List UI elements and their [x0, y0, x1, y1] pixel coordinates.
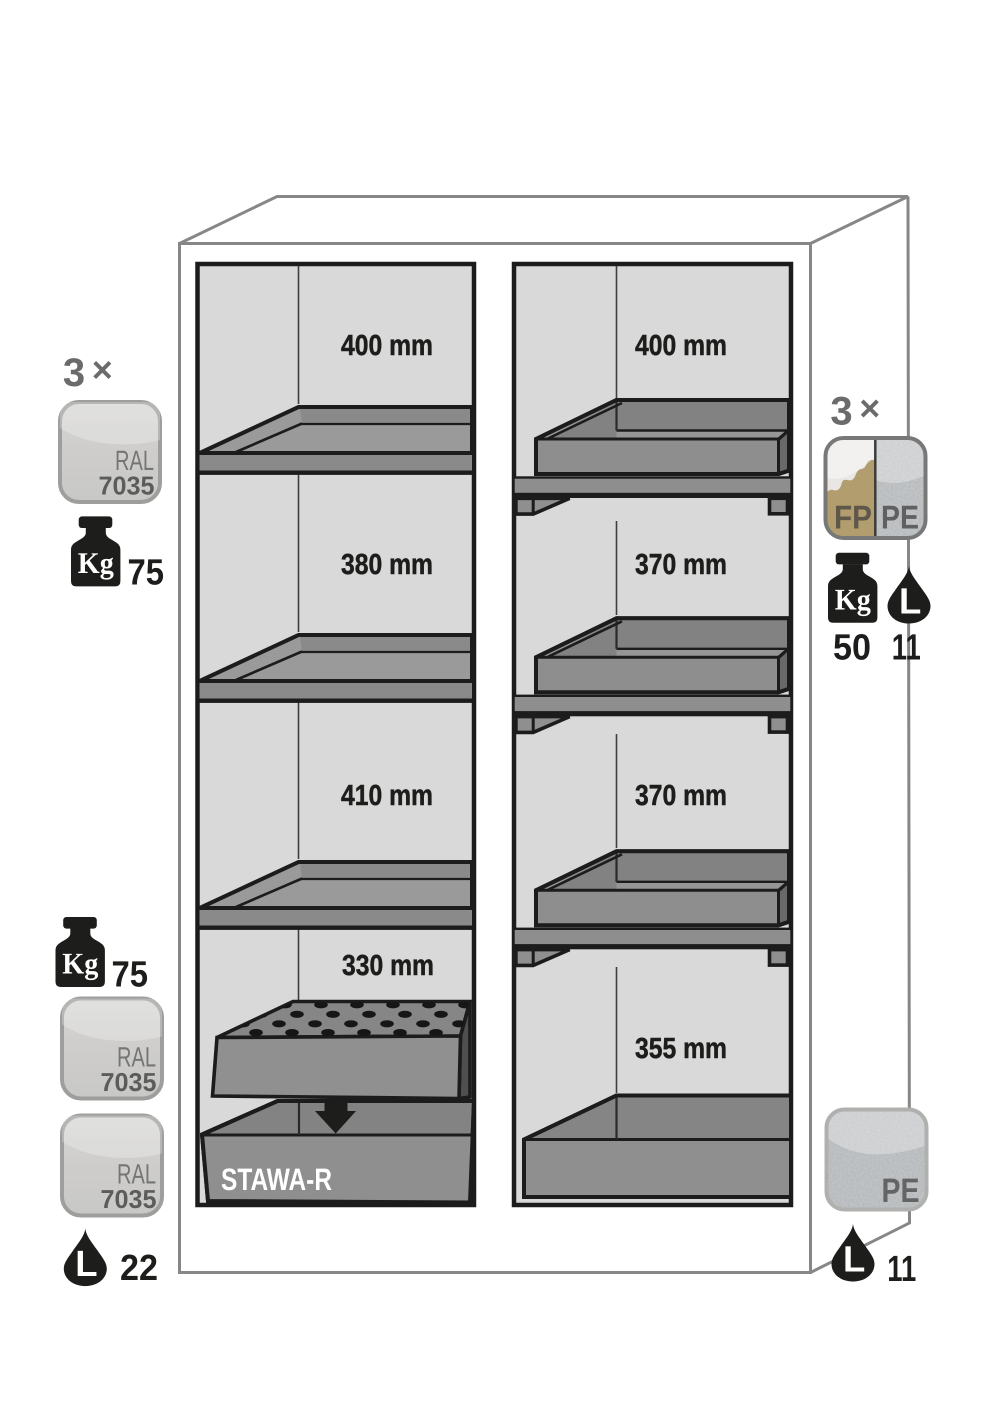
svg-text:PE: PE [881, 498, 919, 535]
svg-text:400 mm: 400 mm [341, 330, 433, 362]
svg-text:380 mm: 380 mm [341, 549, 433, 581]
svg-text:330 mm: 330 mm [342, 950, 434, 982]
svg-text:11: 11 [892, 626, 921, 667]
svg-text:400 mm: 400 mm [635, 330, 727, 362]
svg-text:355 mm: 355 mm [635, 1033, 727, 1065]
svg-text:×: × [92, 349, 113, 390]
svg-text:370 mm: 370 mm [635, 549, 727, 581]
svg-text:75: 75 [112, 954, 149, 995]
svg-text:410 mm: 410 mm [341, 780, 433, 812]
svg-text:PE: PE [882, 1172, 920, 1210]
svg-text:3: 3 [63, 351, 85, 395]
svg-text:50: 50 [833, 626, 871, 667]
svg-text:370 mm: 370 mm [635, 780, 727, 812]
svg-text:11: 11 [887, 1248, 916, 1289]
svg-text:22: 22 [120, 1247, 158, 1288]
svg-text:×: × [859, 388, 880, 429]
svg-text:STAWA-R: STAWA-R [221, 1162, 332, 1197]
svg-text:3: 3 [830, 390, 852, 434]
svg-text:FP: FP [834, 498, 872, 535]
svg-text:75: 75 [128, 552, 165, 593]
